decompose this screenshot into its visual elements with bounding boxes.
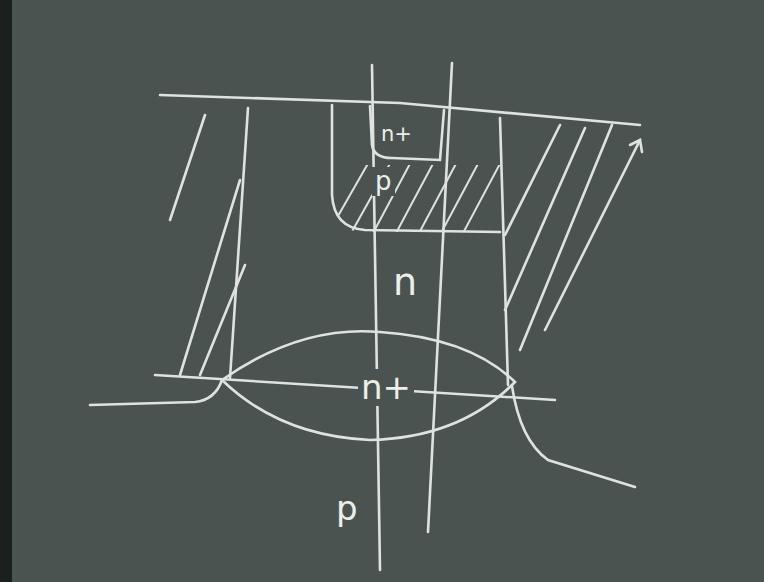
board-edge [0, 0, 12, 582]
buried-layer-outline [222, 331, 515, 440]
surface-line [160, 95, 640, 125]
isolation-wall [500, 118, 508, 385]
isolation-junction [90, 380, 222, 405]
isolation-junction [512, 386, 635, 487]
isolation-hatch [170, 115, 245, 375]
base-hatch [330, 160, 502, 235]
emitter-outline [370, 106, 444, 160]
substrate-label: p [333, 490, 361, 527]
region-label: n+ [358, 369, 414, 406]
base-region: p n+ [332, 105, 500, 233]
buried-layer: n+ [222, 335, 515, 440]
region-label: n [390, 262, 420, 304]
region-label: p [372, 167, 395, 196]
emitter-region: n+ [370, 105, 445, 160]
slice-line [428, 63, 452, 532]
chalk-tick [630, 140, 642, 152]
region-label: n+ [378, 123, 415, 146]
chalk-lines [90, 63, 642, 570]
isolation-wall [230, 108, 248, 378]
isolation-hatch [505, 125, 640, 350]
epi-substrate-line [155, 375, 555, 400]
